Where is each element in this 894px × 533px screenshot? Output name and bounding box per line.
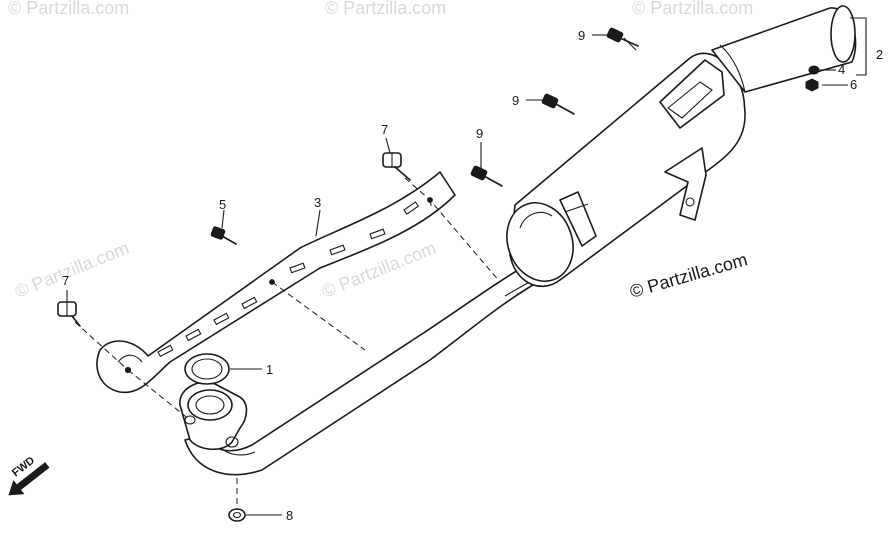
callout-7-upper: 7 xyxy=(381,122,388,137)
callout-5: 5 xyxy=(219,197,226,212)
callout-9-lower: 9 xyxy=(476,126,483,141)
washer-4 xyxy=(808,65,820,75)
exhaust-flange xyxy=(179,381,248,451)
forward-arrow-icon: FWD xyxy=(8,454,50,496)
bolt-9-middle xyxy=(541,93,575,115)
callout-1: 1 xyxy=(266,362,273,377)
callout-9-top: 9 xyxy=(578,28,585,43)
watermark-top-center: © Partzilla.com xyxy=(325,0,446,18)
nut-6 xyxy=(805,78,819,92)
watermark-top-right: © Partzilla.com xyxy=(632,0,753,18)
callout-6: 6 xyxy=(850,77,857,92)
bolt-9-top xyxy=(606,27,639,51)
callout-2: 2 xyxy=(876,47,883,62)
muffler-stay xyxy=(96,171,456,394)
bolt-7-left xyxy=(57,301,81,327)
stay-slots xyxy=(157,201,420,358)
callout-4: 4 xyxy=(838,62,845,77)
nut-8 xyxy=(228,508,246,522)
copyright-text: © Partzilla.com xyxy=(628,249,750,302)
exhaust-gasket xyxy=(184,353,230,385)
leader-lines xyxy=(66,17,867,516)
bolt-7-upper xyxy=(382,152,411,181)
callout-8: 8 xyxy=(286,508,293,523)
assembly-lines xyxy=(74,177,501,509)
bolt-9-lower xyxy=(470,165,503,187)
watermark-left: © Partzilla.com xyxy=(12,238,132,302)
bolt-5 xyxy=(210,226,237,245)
callout-7-left: 7 xyxy=(62,273,69,288)
watermark-top-left: © Partzilla.com xyxy=(8,0,129,18)
muffler xyxy=(506,5,857,287)
callout-9-middle: 9 xyxy=(512,93,519,108)
callout-3: 3 xyxy=(314,195,321,210)
